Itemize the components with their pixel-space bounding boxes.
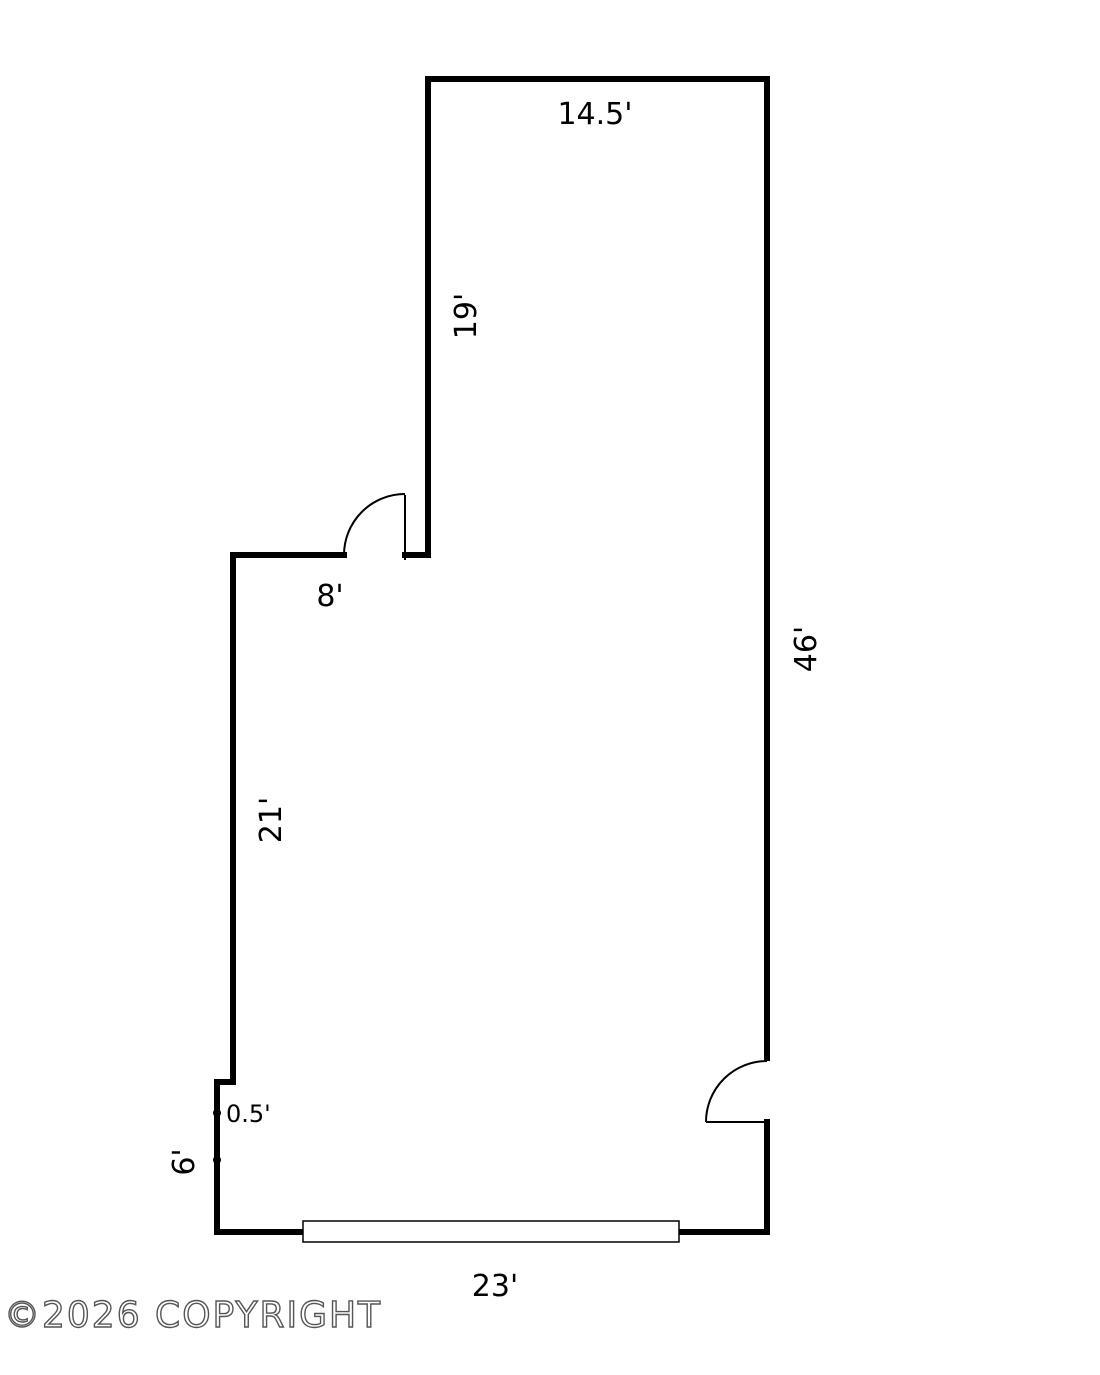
walls [214,76,770,1235]
dim-jog: 0.5' [226,1100,271,1128]
dim-lower-left-wall: 21' [254,797,289,843]
door-top-swing [343,493,406,556]
wall-marker-dot [213,1109,221,1117]
wall-marker-dot [213,1156,221,1164]
dim-top-wall: 14.5' [557,97,632,132]
wall-markers [213,1109,221,1164]
dim-bottom-left-wall: 6' [167,1148,202,1175]
copyright-watermark: ©2026 COPYRIGHT [4,1295,382,1336]
dim-bottom-wall: 23' [472,1269,518,1304]
dim-right-wall: 46' [789,626,824,672]
dim-ledge-wall: 8' [316,579,343,614]
door-top [343,493,406,560]
dim-upper-left-wall: 19' [449,293,484,339]
door-right [705,1060,768,1123]
door-right-swing [705,1060,768,1123]
bottom-wall-opening [302,1220,680,1243]
